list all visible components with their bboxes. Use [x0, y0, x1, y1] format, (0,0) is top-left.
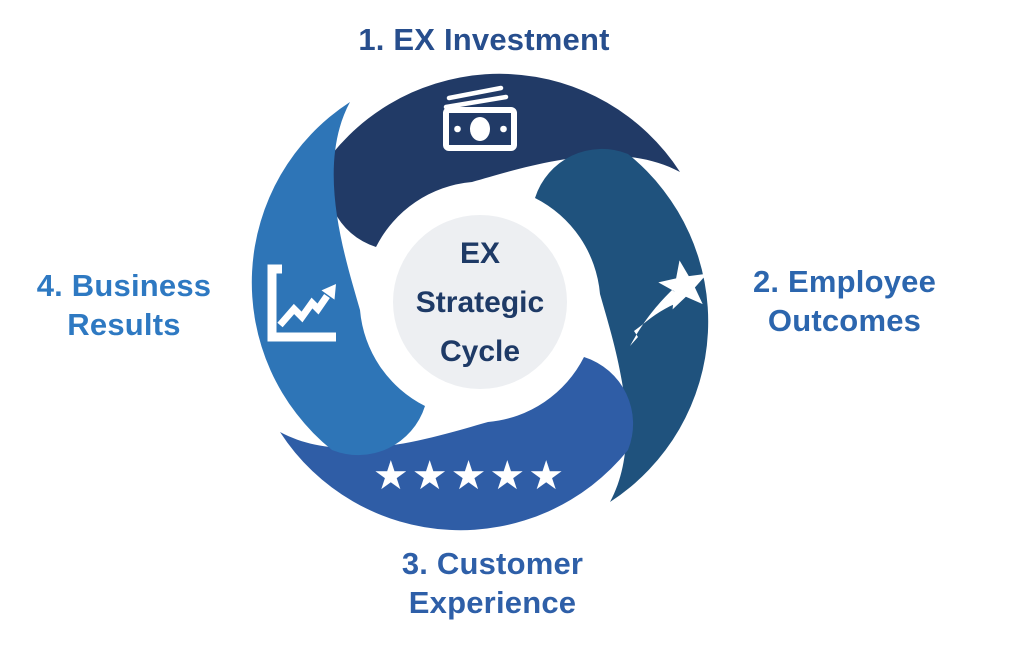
center-circle [393, 215, 567, 389]
center-title-line: EX [459, 237, 501, 270]
label-employee-outcomes: 2. Employee Outcomes [722, 262, 967, 340]
label-line: Results [67, 307, 181, 342]
label-line: 1. EX Investment [358, 22, 610, 57]
five-stars-icon: ★★★★★ [372, 454, 568, 498]
center-title-line: Cycle [439, 335, 521, 368]
shooting-star-icon [630, 260, 707, 346]
label-ex-investment: 1. EX Investment [280, 20, 688, 59]
label-line: 4. Business [36, 268, 212, 303]
label-line: Experience [408, 585, 577, 620]
label-business-results: 4. Business Results [10, 266, 238, 344]
money-icon [443, 85, 517, 151]
label-line: 3. Customer [401, 546, 584, 581]
center-title-line: Strategic [415, 286, 545, 319]
chart-increasing-icon [267, 264, 336, 342]
center-title: EX Strategic Cycle [388, 229, 572, 376]
label-line: Outcomes [767, 303, 922, 338]
label-customer-experience: 3. Customer Experience [340, 544, 645, 622]
segment-business-results [251, 102, 425, 456]
segment-customer-experience [280, 357, 634, 531]
segment-ex-investment [326, 73, 680, 247]
segment-employee-outcomes [535, 148, 709, 502]
label-line: 2. Employee [752, 264, 937, 299]
